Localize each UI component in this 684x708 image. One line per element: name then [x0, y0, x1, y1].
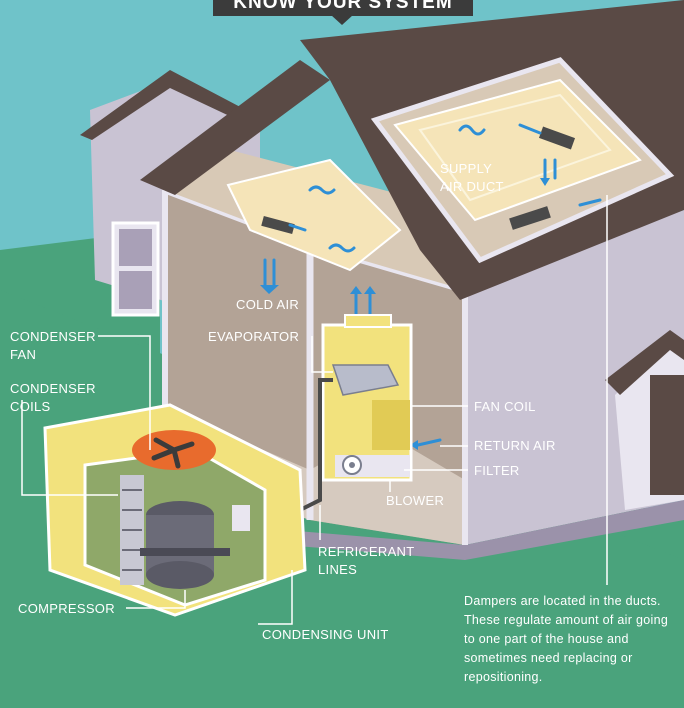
label-evaporator: EVAPORATOR: [208, 329, 300, 344]
title-banner: KNOW YOUR SYSTEM: [213, 0, 473, 16]
attic-right-edge: [370, 57, 675, 264]
airflow-arrows: [263, 123, 602, 447]
title-banner-tip: [331, 15, 353, 25]
label-refrigerant-lines: REFRIGERANT LINES: [318, 544, 415, 577]
label-condensing-unit: CONDENSING UNIT: [262, 627, 389, 642]
label-condenser-fan: CONDENSER FAN: [10, 329, 96, 362]
dampers-note: Dampers are located in the ducts. These …: [464, 594, 669, 684]
label-compressor: COMPRESSOR: [18, 601, 115, 616]
label-cold-air: COLD AIR: [236, 297, 300, 312]
arrow-heads: [260, 178, 550, 450]
label-blower: BLOWER: [386, 493, 445, 508]
condensing-unit: [43, 403, 307, 617]
supply-air-duct-right: [393, 78, 642, 230]
leader-lines: [21, 195, 608, 625]
fan-coil-unit: [321, 314, 413, 482]
label-filter: FILTER: [474, 463, 520, 478]
left-roof: [80, 70, 265, 140]
label-condenser-coils: CONDENSER COILS: [10, 381, 96, 414]
label-return-air: RETURN AIR: [474, 438, 556, 453]
porch: [605, 330, 684, 510]
label-fan-coil: FAN COIL: [474, 399, 536, 414]
blower-wheel: [342, 455, 362, 475]
label-supply-air-duct: SUPPLY AIR DUCT: [440, 161, 504, 194]
refrigerant-lines: [299, 378, 333, 512]
window: [111, 221, 160, 317]
evaporator-coil: [331, 364, 400, 396]
main-roof-left-edge: [140, 60, 330, 195]
supply-air-duct-left: [226, 158, 402, 272]
